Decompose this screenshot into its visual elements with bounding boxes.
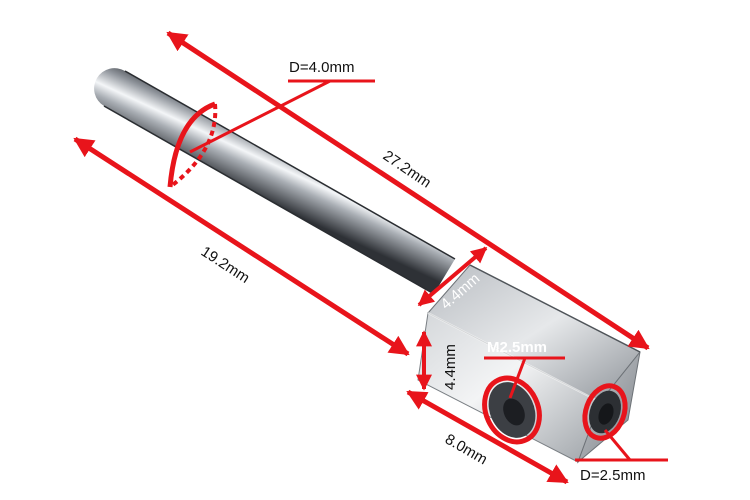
head-length-arrow [406,389,569,485]
overall-length-arrow [166,30,650,351]
through-hole [582,383,628,441]
head-width-arrow [417,246,488,307]
shaft-diameter-label: D=4.0mm [289,59,354,76]
overall-length-label: 27.2mm [380,147,434,191]
hole-diameter-label: D=2.5mm [580,467,645,484]
thread-label: M2.5mm [487,339,547,356]
head-height-label: 4.4mm [442,344,459,390]
shaft-length-arrow [73,136,410,357]
hole-diameter-leader [575,429,668,462]
thread-leader [484,356,565,399]
